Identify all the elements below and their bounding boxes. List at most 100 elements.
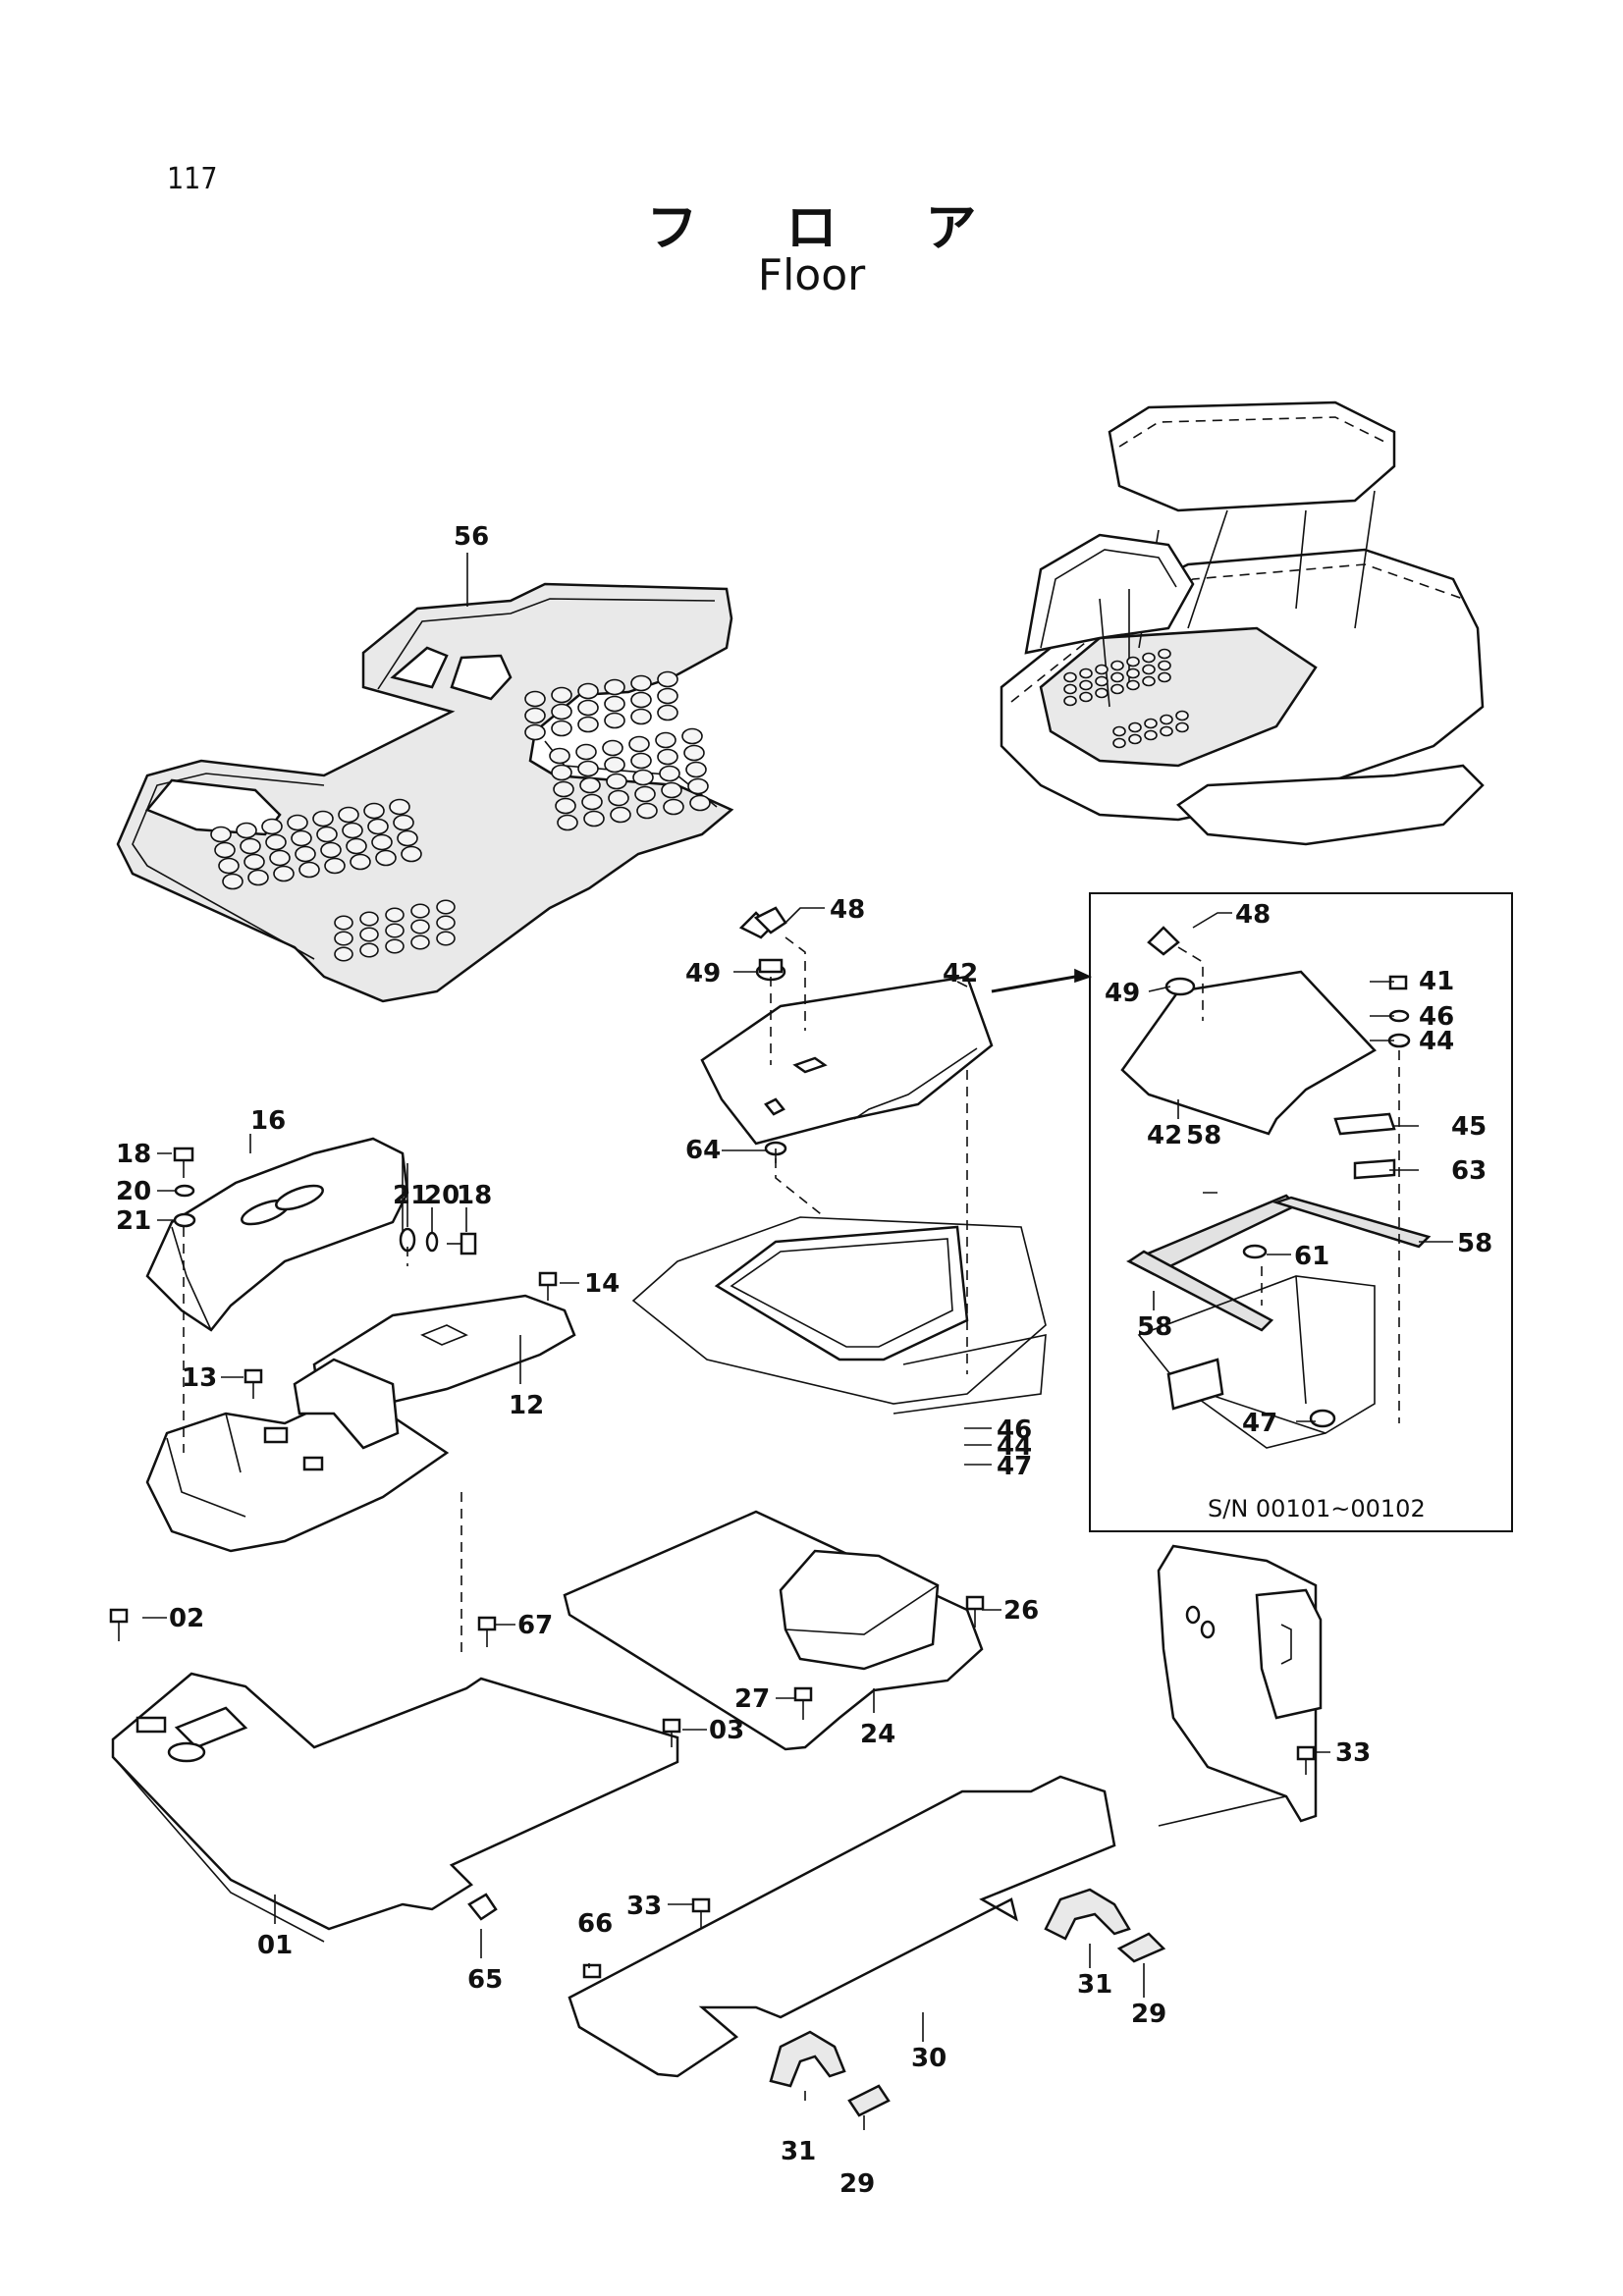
callout-26: 26 <box>1003 1596 1039 1626</box>
part-side-bracket <box>1157 1544 1323 1823</box>
part-washer-21-left <box>173 1212 196 1228</box>
grip-dot <box>320 841 342 859</box>
part-floor-frame-section <box>631 1216 1047 1415</box>
grip-dot <box>681 727 703 745</box>
grip-dot <box>661 781 682 799</box>
part-washer-20-right <box>425 1231 439 1253</box>
grip-dot <box>1142 652 1156 664</box>
grip-dot <box>1079 679 1093 691</box>
grip-dot <box>1095 664 1109 675</box>
grip-dot <box>1175 710 1189 721</box>
grip-dot <box>628 735 650 753</box>
part-bolt-02 <box>109 1608 129 1641</box>
grip-dot <box>630 674 652 692</box>
grip-dot <box>243 853 265 871</box>
grip-dot <box>371 833 393 851</box>
part-under-plate-30 <box>568 1775 1116 2078</box>
grip-dot <box>634 785 656 803</box>
part-clip-66 <box>582 1963 602 1979</box>
grip-dot <box>236 822 257 839</box>
grip-dot <box>551 703 572 721</box>
callout-13: 13 <box>182 1363 217 1393</box>
grip-dot <box>287 814 308 831</box>
serial-range-label: S/N 00101~00102 <box>1208 1495 1426 1522</box>
callouts: 56 48 49 42 64 46 44 47 16 18 20 21 21 2… <box>116 522 1492 2199</box>
part-bolt-14 <box>538 1271 558 1301</box>
grip-dot <box>1063 695 1077 707</box>
grip-dot <box>555 797 576 815</box>
grip-dot <box>602 739 623 757</box>
grip-dot <box>1142 675 1156 687</box>
grip-dot <box>604 695 625 713</box>
grip-dot <box>604 756 625 774</box>
grip-dot <box>659 765 680 782</box>
grip-dot <box>316 826 338 843</box>
grip-dot <box>273 865 295 882</box>
grip-dot <box>334 915 353 931</box>
part-bracket-assembly <box>145 1358 450 1553</box>
callout-46: 46 <box>997 1415 1032 1445</box>
grip-dot <box>610 806 631 824</box>
grip-dot <box>385 938 405 954</box>
callout-63: 63 <box>1451 1156 1487 1186</box>
grip-dot <box>393 814 414 831</box>
callout-12: 12 <box>509 1391 544 1420</box>
grip-dot <box>1144 718 1158 729</box>
grip-dot <box>577 699 599 717</box>
grip-dot <box>1144 729 1158 741</box>
grip-dot <box>218 857 240 875</box>
grip-dot <box>524 690 546 708</box>
callout-24: 24 <box>860 1720 895 1749</box>
grip-dot <box>583 810 605 828</box>
grip-dot <box>657 670 678 688</box>
grip-dot <box>1110 683 1124 695</box>
callout-58: 58 <box>1186 1121 1221 1150</box>
grip-dot <box>1095 687 1109 699</box>
grip-dot <box>350 853 371 871</box>
grip-dot <box>295 845 316 863</box>
callout-66: 66 <box>577 1909 613 1939</box>
grip-dot <box>581 793 603 811</box>
callout-64: 64 <box>685 1136 721 1165</box>
grip-dot <box>1095 675 1109 687</box>
callout-49: 49 <box>685 959 721 988</box>
grip-dot <box>342 822 363 839</box>
grip-dot <box>261 818 283 835</box>
part-seal-31-lower <box>769 2030 846 2088</box>
callout-61: 61 <box>1294 1242 1329 1271</box>
grip-dot <box>1110 671 1124 683</box>
grip-dot <box>312 810 334 828</box>
grip-dot <box>397 829 418 847</box>
page-number: 117 <box>167 162 218 196</box>
callout-02: 02 <box>169 1604 204 1633</box>
part-knob-49 <box>755 958 786 982</box>
grip-dot <box>222 873 243 890</box>
grip-dot <box>410 934 430 950</box>
page-title: Floor <box>757 250 866 300</box>
grip-dot <box>687 777 709 795</box>
part-bolt <box>738 906 787 939</box>
callout-29: 29 <box>1131 2000 1166 2029</box>
grip-dot <box>214 841 236 859</box>
grip-dot <box>549 747 570 765</box>
part-seal-29-upper <box>1116 1932 1166 1963</box>
part-bolt-27 <box>793 1686 813 1720</box>
mat-grip-dots <box>210 670 711 962</box>
callout-33: 33 <box>1335 1738 1371 1768</box>
grip-dot <box>551 720 572 737</box>
callout-30: 30 <box>911 2044 947 2073</box>
grip-dot <box>298 861 320 879</box>
part-bolt-67 <box>477 1616 497 1647</box>
grip-dot <box>1112 725 1126 737</box>
grip-dot <box>630 708 652 725</box>
grip-dot <box>551 686 572 704</box>
callout-16: 16 <box>250 1106 286 1136</box>
part-bolt-13 <box>243 1368 263 1399</box>
part-cover-plate-24 <box>563 1510 984 1751</box>
grip-dot <box>1112 737 1126 749</box>
callout-18: 18 <box>116 1140 151 1169</box>
grip-dot <box>1063 683 1077 695</box>
grip-dot <box>401 845 422 863</box>
part-cover-16 <box>145 1137 409 1332</box>
callout-18: 18 <box>457 1181 492 1210</box>
